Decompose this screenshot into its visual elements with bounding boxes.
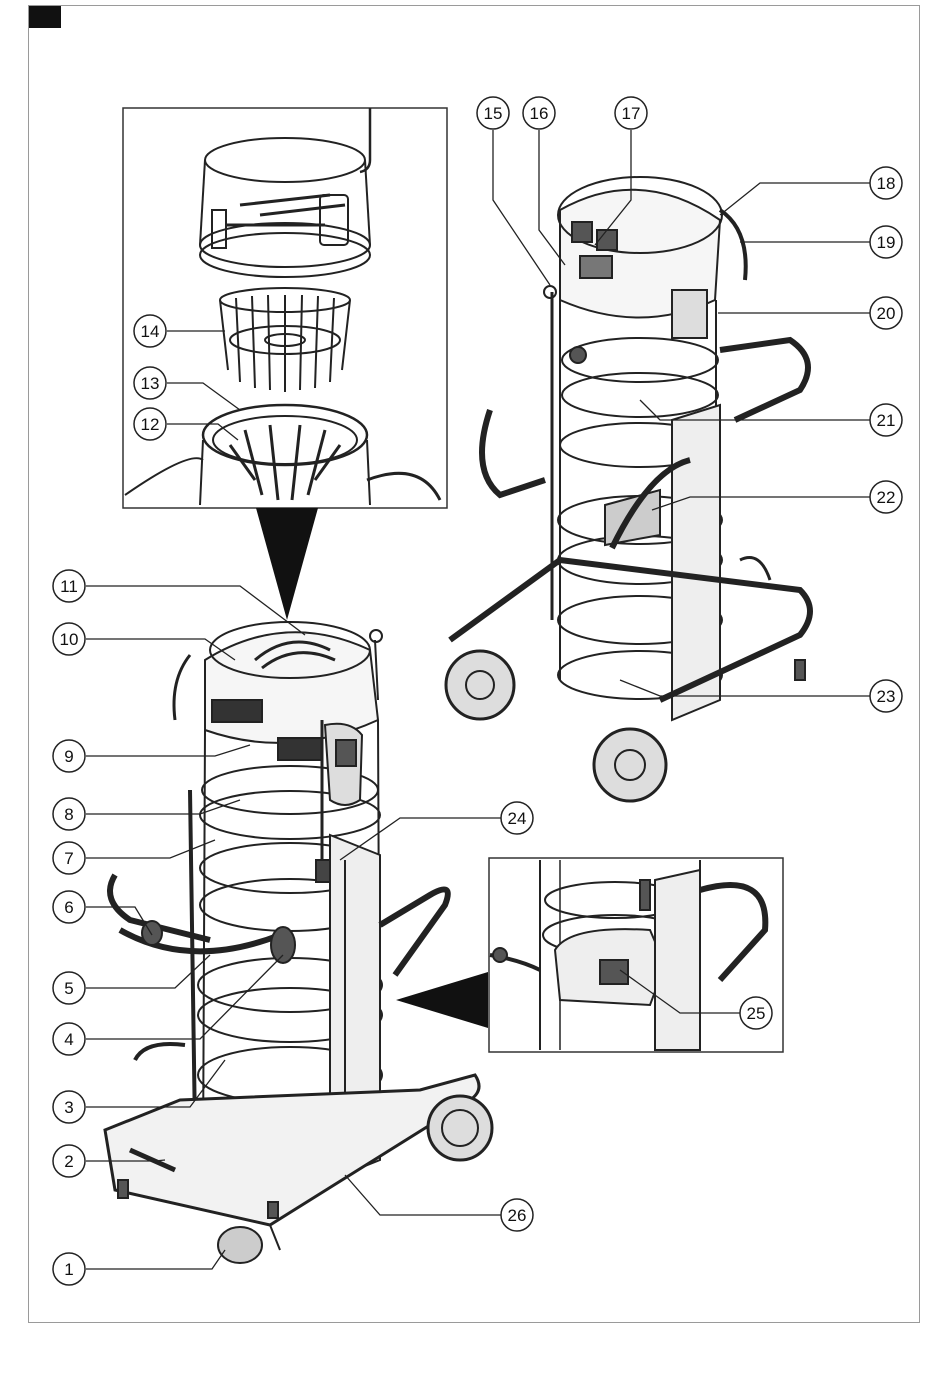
callout-label: 25 bbox=[747, 1004, 766, 1023]
callout-label: 4 bbox=[64, 1030, 73, 1049]
callout-label: 24 bbox=[508, 809, 527, 828]
callout-label: 26 bbox=[508, 1206, 527, 1225]
callout-label: 9 bbox=[64, 747, 73, 766]
callout-21: 21 bbox=[870, 404, 902, 436]
callout-10: 10 bbox=[53, 623, 85, 655]
callout-9: 9 bbox=[53, 740, 85, 772]
callout-label: 6 bbox=[64, 898, 73, 917]
callout-label: 18 bbox=[877, 174, 896, 193]
callout-4: 4 bbox=[53, 1023, 85, 1055]
callout-17: 17 bbox=[615, 97, 647, 129]
callout-label: 16 bbox=[530, 104, 549, 123]
callout-7: 7 bbox=[53, 842, 85, 874]
callout-24: 24 bbox=[501, 802, 533, 834]
callout-label: 11 bbox=[60, 577, 78, 596]
callout-label: 17 bbox=[622, 104, 641, 123]
connector-arrow bbox=[396, 972, 488, 1028]
callout-label: 23 bbox=[877, 687, 896, 706]
callout-6: 6 bbox=[53, 891, 85, 923]
callout-18: 18 bbox=[870, 167, 902, 199]
callout-8: 8 bbox=[53, 798, 85, 830]
vacuum-front-view bbox=[105, 622, 492, 1263]
filter-inset bbox=[123, 108, 447, 508]
callout-label: 15 bbox=[484, 104, 503, 123]
callout-20: 20 bbox=[870, 297, 902, 329]
callout-12: 12 bbox=[134, 408, 166, 440]
callout-label: 2 bbox=[64, 1152, 73, 1171]
callout-3: 3 bbox=[53, 1091, 85, 1123]
callout-label: 7 bbox=[64, 849, 73, 868]
callout-5: 5 bbox=[53, 972, 85, 1004]
callout-label: 14 bbox=[141, 322, 160, 341]
callout-11: 11 bbox=[53, 570, 85, 602]
callout-19: 19 bbox=[870, 226, 902, 258]
callout-label: 20 bbox=[877, 304, 896, 323]
callout-1: 1 bbox=[53, 1253, 85, 1285]
callout-16: 16 bbox=[523, 97, 555, 129]
callout-label: 3 bbox=[64, 1098, 73, 1117]
callout-label: 21 bbox=[877, 411, 896, 430]
inset-arrow bbox=[256, 508, 318, 620]
callout-label: 19 bbox=[877, 233, 896, 252]
callout-label: 12 bbox=[141, 415, 160, 434]
callout-26: 26 bbox=[501, 1199, 533, 1231]
callout-15: 15 bbox=[477, 97, 509, 129]
callout-label: 10 bbox=[60, 630, 79, 649]
connector-inset bbox=[489, 858, 783, 1052]
callout-23: 23 bbox=[870, 680, 902, 712]
callout-label: 5 bbox=[64, 979, 73, 998]
callout-label: 22 bbox=[877, 488, 896, 507]
callout-14: 14 bbox=[134, 315, 166, 347]
callout-25: 25 bbox=[740, 997, 772, 1029]
callout-label: 8 bbox=[64, 805, 73, 824]
callout-label: 1 bbox=[64, 1260, 73, 1279]
vacuum-rear-view bbox=[446, 177, 810, 801]
callout-22: 22 bbox=[870, 481, 902, 513]
callout-2: 2 bbox=[53, 1145, 85, 1177]
callout-label: 13 bbox=[141, 374, 160, 393]
callout-13: 13 bbox=[134, 367, 166, 399]
